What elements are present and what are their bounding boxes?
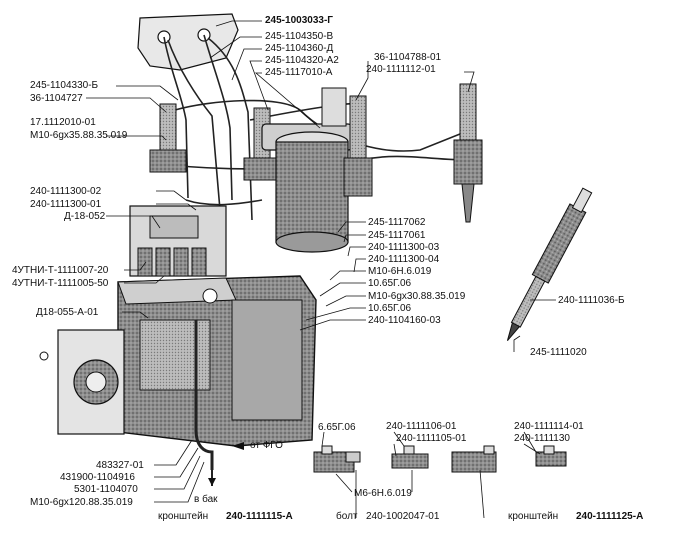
pump-head <box>129 205 227 277</box>
bracket-detail-1 <box>313 445 361 473</box>
fuel-filter <box>261 87 353 253</box>
drive-gear <box>39 329 125 435</box>
bracket-detail-3 <box>451 445 497 473</box>
drain-arrow <box>208 478 216 486</box>
injection-pump-body <box>117 275 317 447</box>
right-injectors <box>343 83 483 223</box>
bracket-detail-4 <box>535 445 567 467</box>
top-bracket <box>137 13 239 71</box>
bracket-detail-2 <box>391 445 429 469</box>
inlet-arrow <box>232 442 244 450</box>
leader-lines <box>86 20 556 519</box>
injector-detail <box>506 187 593 341</box>
